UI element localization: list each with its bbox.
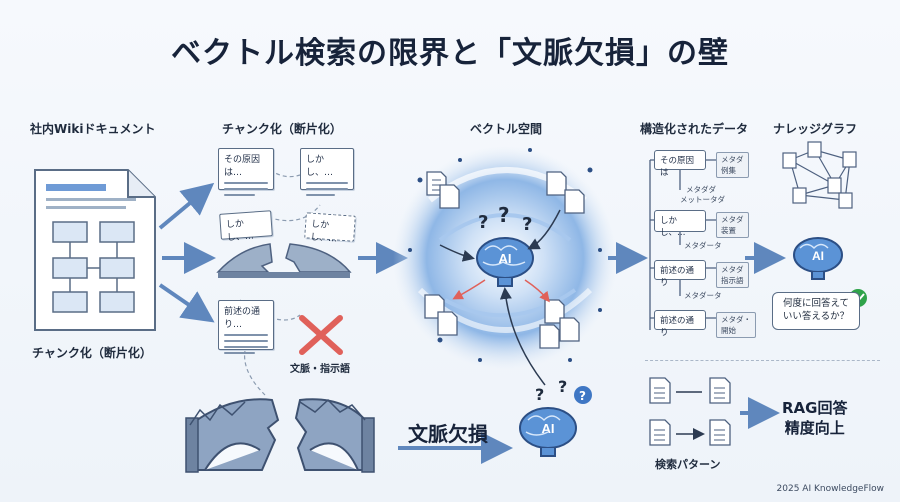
section-divider [645,360,880,361]
svg-text:?: ? [558,377,567,396]
meta-tag-1-a: メタダ [721,155,744,164]
split-arrows [158,182,216,323]
structured-node-4: 前述の通り [654,310,706,338]
knowledge-graph-icon [782,141,857,209]
chunk-doc-1: その原因は… [218,148,274,196]
lost-context-label: 文脈・指示語 [290,364,350,375]
chunk-doc-3: しかし、… [219,210,273,243]
meta-tag-4: メタダータ [684,241,722,250]
meta-tag-2: メタダダ [686,185,716,194]
chunk-text-4: しかし、… [309,219,338,245]
footer-credit: 2025 AI KnowledgeFlow [776,484,884,494]
stage-label-structured: 構造化されたデータ [640,122,749,136]
svg-text:?: ? [498,203,510,227]
structured-node-2: しかし、… [654,210,706,238]
graph-ai-text: AI [812,249,824,263]
chunk-text-1: その原因は… [224,155,261,178]
chunk-text-5: 前述の通り… [224,307,261,330]
broken-bridge-small-icon [216,243,352,278]
stage-label-vector: ベクトル空間 [470,122,543,136]
stage-label-chunking: チャンク化（断片化） [222,122,342,136]
graph-ai-brain-icon [793,237,843,280]
cross-icon [299,315,343,355]
ai-brain-icon [476,237,534,287]
search-pattern-docs [649,377,731,446]
question-mark-icons: ? ? ? [478,203,532,235]
meta-tag-6: メタダータ [684,291,722,300]
stage-label-wiki: 社内Wikiドキュメント [30,122,156,136]
chunk-doc-2: しかし、… [300,148,354,196]
meta-tag-3-b: 装置 [721,226,736,235]
meta-tag-1-b: 例集 [721,166,736,175]
meta-tag-7-a: メタダ・ [721,315,751,324]
svg-text:?: ? [579,389,586,403]
structured-tree-lines [649,159,716,330]
meta-tag-7-b: 開始 [721,326,736,335]
context-loss-label: 文脈欠損 [408,422,488,446]
broken-bridge-large-icon [185,398,375,473]
svg-text:?: ? [522,214,532,235]
bottom-ai-text: AI [542,421,555,436]
chunk-text-2: しかし、… [306,155,334,178]
meta-tag-5-b: 指示語 [721,276,744,285]
graph-answer-bubble: 何度に回答えて いい答えるか？ [772,292,860,330]
meta-tag-2b: メットータダ [680,195,725,204]
confused-ai-brain-icon [519,386,592,457]
floating-doc-icons [424,171,585,349]
meta-tag-1: メタダ例集 [716,152,749,178]
rag-result-label: RAG回答 精度向上 [782,399,848,437]
ai-center-text: AI [499,251,512,266]
wiki-document-icon [34,169,156,331]
chunk-doc-5: 前述の通り… [218,300,274,354]
structured-node-3: 前述の通り [654,260,706,288]
wiki-caption: チャンク化（断片化） [32,346,152,360]
chunk-text-3: しかし、… [225,219,255,244]
chunk-doc-4: しかし、… [304,212,356,245]
meta-tag-3-a: メタダ [721,215,744,224]
page-title: ベクトル検索の限界と「文脈欠損」の壁 [171,36,729,71]
meta-tag-7: メタダ・開始 [716,312,756,338]
structured-node-1: その原因は [654,150,706,178]
search-pattern-label: 検索パターン [655,458,721,471]
meta-tag-5-a: メタダ [721,265,744,274]
svg-text:?: ? [535,385,544,404]
meta-tag-5: メタダ指示語 [716,262,749,288]
stage-label-graph: ナレッジグラフ [773,122,858,136]
meta-tag-3: メタダ装置 [716,212,749,238]
svg-text:?: ? [478,212,488,233]
